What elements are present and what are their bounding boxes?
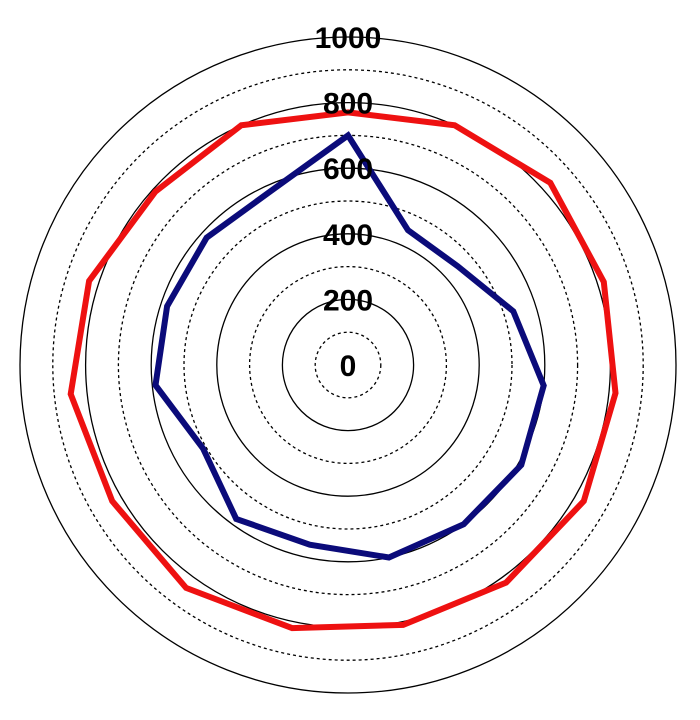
series-line-1 [67,109,619,632]
radial-tick-label-0: 0 [340,350,357,383]
radial-tick-label-400: 400 [323,219,373,252]
grid-circle-solid-400 [216,233,480,497]
radial-tick-label-1000: 1000 [315,22,382,55]
grid-circle-dashed-900 [52,69,644,661]
grid-circle-solid-200 [281,298,415,432]
grid-circle-dashed-100 [314,331,382,399]
tick-label-layer: 0 200 400 600 800 1000 [315,22,382,383]
radial-tick-label-600: 600 [323,153,373,186]
radial-tick-label-800: 800 [323,88,373,121]
grid-circle-solid-1000 [19,36,677,694]
series-layer [67,109,619,632]
grid-circle-solid-600 [150,167,546,563]
grid-circle-dashed-500 [183,200,513,530]
grid-circle-dashed-300 [248,265,448,465]
radial-tick-label-200: 200 [323,284,373,317]
series-line-2 [152,131,547,561]
